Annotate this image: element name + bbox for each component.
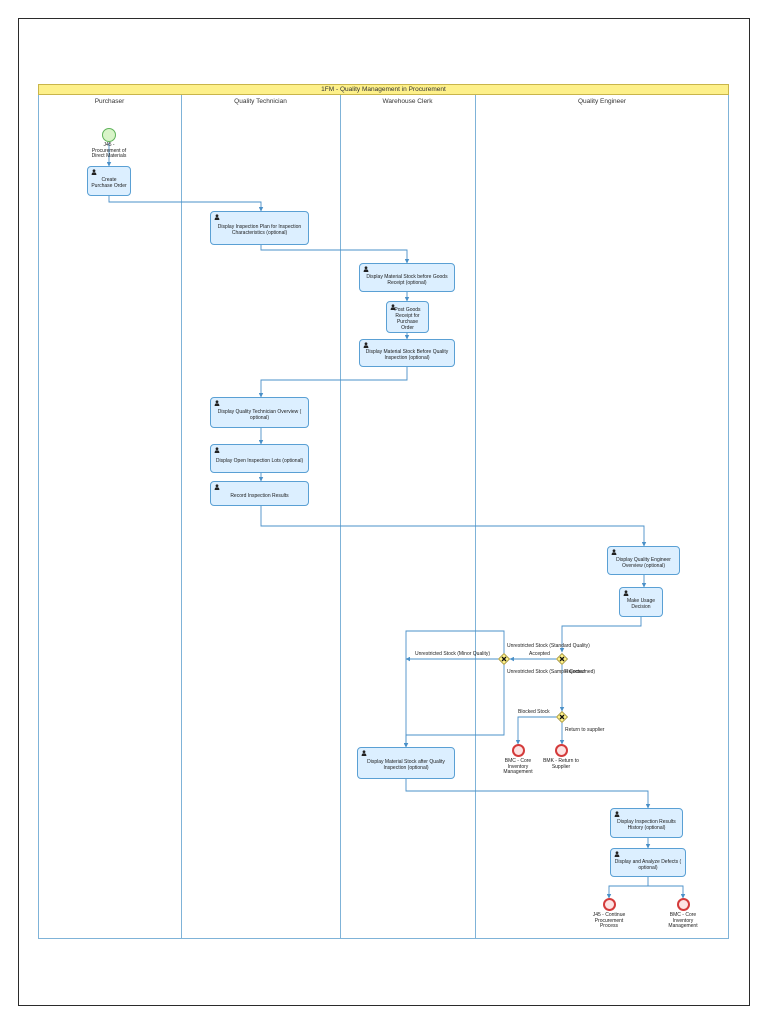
user-icon <box>214 400 220 406</box>
task-create-purchase-order[interactable]: Create Purchase Order <box>87 166 131 196</box>
end-event-label: J45 - Continue Procurement Process <box>592 912 626 930</box>
task-display-inspection-plan[interactable]: Display Inspection Plan for Inspection C… <box>210 211 309 245</box>
exclusive-gateway-icon[interactable] <box>498 653 510 665</box>
user-icon <box>614 811 620 817</box>
end-event-j45-continue[interactable] <box>603 898 616 911</box>
task-label: Display and Analyze Defects ( optional) <box>614 858 682 871</box>
flow-standard-to-stock-after-qi <box>403 630 505 748</box>
task-label: Display Inspection Plan for Inspection C… <box>217 224 302 236</box>
flow-label-unrestricted-sample: Unrestricted Stock (Sample Consumed) <box>507 669 596 675</box>
flow-analyze-to-bmc <box>648 885 686 899</box>
user-icon <box>623 590 629 596</box>
flow-label-return-to-supplier: Return to supplier <box>565 727 605 733</box>
start-event-label: J45 - Procurement of Direct Materials <box>91 142 127 160</box>
exclusive-gateway-icon[interactable] <box>556 711 568 723</box>
task-post-goods-receipt[interactable]: Post Goods Receipt for Purchase Order <box>386 301 429 333</box>
user-icon <box>611 549 617 555</box>
task-display-analyze-defects[interactable]: Display and Analyze Defects ( optional) <box>610 848 686 877</box>
task-inspection-results-history[interactable]: Display Inspection Results History (opti… <box>610 808 683 838</box>
flow-label-unrestricted-minor: Unrestricted Stock (Minor Quality) <box>415 651 491 657</box>
end-event-label: BMC - Core Inventory Management <box>668 912 698 930</box>
task-display-stock-before-goods-receipt[interactable]: Display Material Stock before Goods Rece… <box>359 263 455 292</box>
task-make-usage-decision[interactable]: Make Usage Decision <box>619 587 663 617</box>
lane-title-quality-engineer: Quality Engineer <box>577 98 627 105</box>
task-label: Display Quality Engineer Overview (optio… <box>616 556 671 569</box>
flow-label-unrestricted-standard: Unrestricted Stock (Standard Quality) <box>507 643 590 649</box>
end-event-bmc-core-2[interactable] <box>677 898 690 911</box>
task-label: Record Inspection Results <box>230 492 289 499</box>
user-icon <box>361 750 367 756</box>
task-quality-engineer-overview[interactable]: Display Quality Engineer Overview (optio… <box>607 546 680 575</box>
flow-label-rejected: Rejected <box>565 669 585 675</box>
lane-separator <box>181 95 182 939</box>
user-icon <box>214 484 220 490</box>
task-label: Display Material Stock after Quality Ins… <box>367 759 445 771</box>
task-label: Make Usage Decision <box>626 598 656 610</box>
task-label: Display Quality Technician Overview ( op… <box>217 408 302 421</box>
lane-title-purchaser: Purchaser <box>94 98 125 105</box>
task-label: Display Material Stock before Goods Rece… <box>366 273 448 286</box>
user-icon <box>614 851 620 857</box>
lane-separator <box>340 95 341 939</box>
lane-separator <box>475 95 476 939</box>
flow-create-po-to-insp-plan <box>108 196 264 212</box>
user-icon <box>91 169 97 175</box>
flow-stock-after-qi-to-history <box>405 779 651 809</box>
lane-title-warehouse-clerk: Warehouse Clerk <box>382 98 433 105</box>
exclusive-gateway-icon[interactable] <box>556 653 568 665</box>
lane-title-quality-technician: Quality Technician <box>234 98 287 105</box>
user-icon <box>363 266 369 272</box>
end-event-bmk-return[interactable] <box>555 744 568 757</box>
user-icon <box>214 447 220 453</box>
flow-sample-to-stock-after-qi <box>403 665 505 748</box>
flow-insp-plan-to-stock-before-gr <box>260 245 410 264</box>
user-icon <box>214 214 220 220</box>
flow-usage-decision-to-gateway <box>559 617 642 653</box>
task-display-open-inspection-lots[interactable]: Display Open Inspection Lots (optional) <box>210 444 309 473</box>
task-display-stock-before-quality-inspection[interactable]: Display Material Stock Before Quality In… <box>359 339 455 367</box>
task-label: Display Open Inspection Lots (optional) <box>215 457 304 464</box>
end-event-bmc-core-1[interactable] <box>512 744 525 757</box>
user-icon <box>363 342 369 348</box>
task-display-stock-after-quality-inspection[interactable]: Display Material Stock after Quality Ins… <box>357 747 455 779</box>
pool-title: 1FM - Quality Management in Procurement <box>38 84 729 95</box>
task-label: Display Material Stock Before Quality In… <box>365 349 449 361</box>
end-event-label: BMC - Core Inventory Management <box>503 758 533 776</box>
task-label: Create Purchase Order <box>91 177 127 189</box>
flow-label-accepted: Accepted <box>529 651 550 657</box>
user-icon <box>390 304 396 310</box>
flow-record-to-qe-overview <box>260 506 647 547</box>
page-frame <box>18 18 750 1006</box>
flow-blocked-to-bmc <box>515 716 556 745</box>
task-label: Post Goods Receipt for Purchase Order <box>394 307 421 331</box>
end-event-label: BMK - Return to Supplier <box>543 758 579 770</box>
flow-label-blocked-stock: Blocked Stock <box>518 709 550 715</box>
task-label: Display Inspection Results History (opti… <box>617 819 676 831</box>
pool <box>38 95 729 939</box>
task-quality-technician-overview[interactable]: Display Quality Technician Overview ( op… <box>210 397 309 428</box>
flow-analyze-to-j45 <box>606 877 649 899</box>
flow-stock-before-qi-to-qt-overview <box>258 367 408 398</box>
start-event[interactable] <box>102 128 116 142</box>
task-record-inspection-results[interactable]: Record Inspection Results <box>210 481 309 506</box>
